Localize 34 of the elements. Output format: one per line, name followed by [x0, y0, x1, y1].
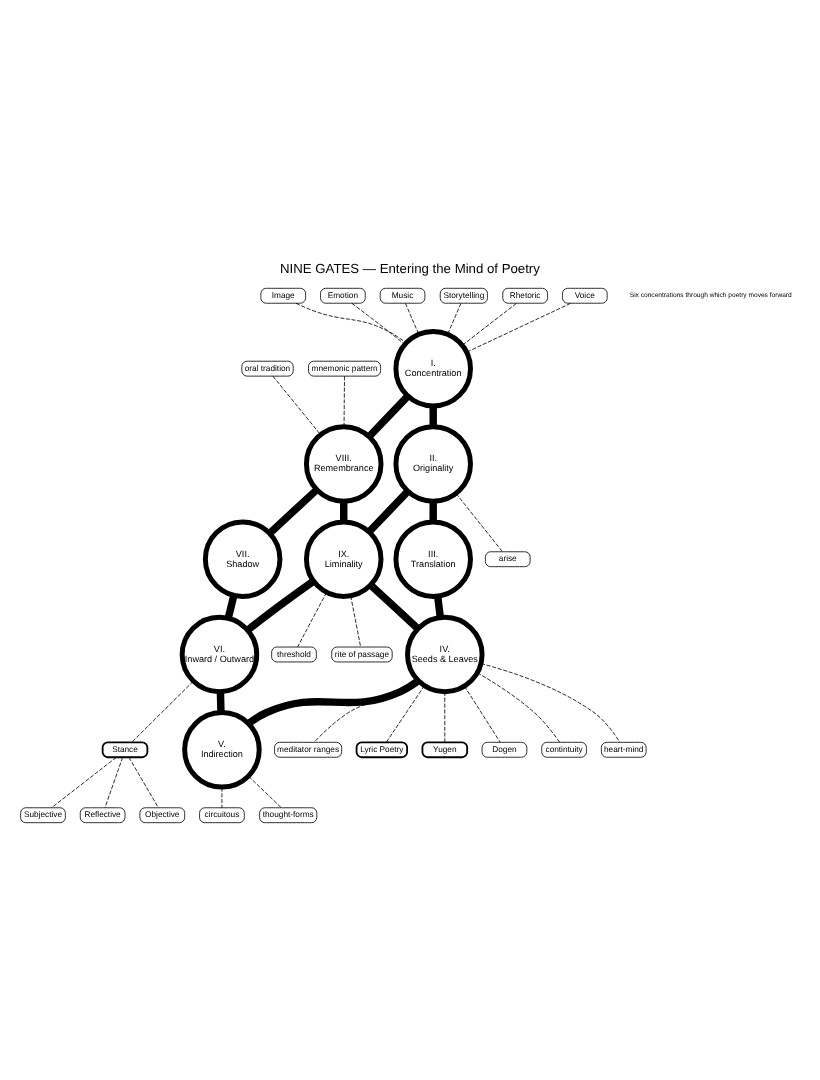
connector — [405, 302, 420, 334]
connector — [368, 581, 421, 631]
connector — [476, 671, 560, 742]
connector — [131, 680, 194, 742]
connector — [267, 486, 320, 535]
connector — [462, 302, 517, 345]
connector — [350, 594, 361, 647]
connector — [272, 374, 321, 434]
connector — [447, 302, 462, 334]
connector — [366, 487, 411, 534]
connector — [466, 301, 571, 352]
connector — [224, 593, 238, 619]
connector — [366, 392, 411, 439]
connector — [245, 577, 316, 632]
connector — [429, 500, 437, 521]
connector — [385, 684, 425, 742]
connector — [221, 785, 223, 808]
connector — [429, 404, 437, 426]
connector — [297, 591, 327, 647]
connector — [104, 756, 124, 807]
connector — [433, 594, 444, 617]
connector — [246, 676, 421, 726]
connector — [480, 662, 621, 742]
connector — [464, 684, 501, 742]
connector — [216, 690, 225, 712]
connector — [128, 756, 159, 807]
connector — [343, 374, 345, 427]
connector — [351, 302, 406, 344]
connector — [455, 492, 503, 551]
connector — [295, 301, 407, 343]
connector — [248, 774, 282, 807]
connector — [340, 500, 348, 521]
connector — [444, 690, 446, 742]
connector — [51, 756, 117, 808]
